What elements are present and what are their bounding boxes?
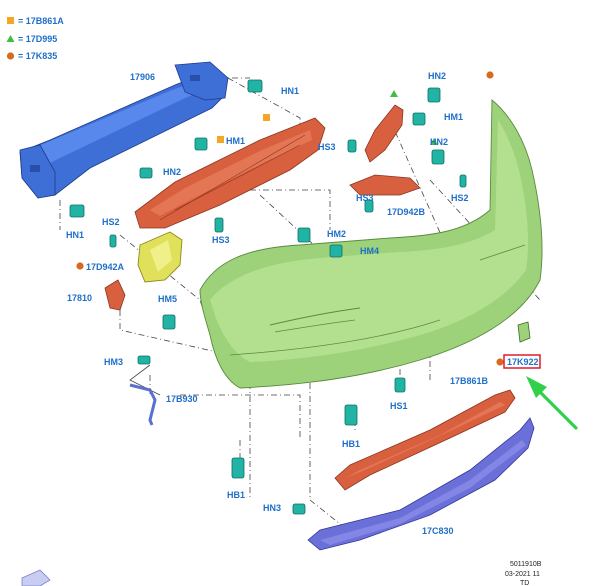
label-17c830[interactable]: 17C830 [422, 526, 454, 536]
marker-circle-icon-3 [496, 358, 504, 366]
footer-mark: TD [520, 580, 529, 586]
label-17b930[interactable]: 17B930 [166, 394, 198, 404]
clip-hm2-icon [297, 227, 311, 243]
clip-hm1-right-icon [412, 112, 426, 126]
label-hm5[interactable]: HM5 [158, 294, 177, 304]
label-hs2-right[interactable]: HS2 [451, 193, 469, 203]
label-hs3-right[interactable]: HS3 [318, 142, 336, 152]
lower-valance-17c830[interactable] [307, 417, 535, 551]
clip-hn2-center-icon [139, 167, 153, 179]
screw-hs3-right-icon [347, 139, 357, 153]
sensor-17k922[interactable] [517, 321, 531, 343]
marker-triangle-icon [390, 90, 398, 97]
screw-hs3-center-icon [214, 217, 224, 233]
corner-arrow-icon [21, 569, 51, 586]
label-hn1-left[interactable]: HN1 [66, 230, 84, 240]
marker-circle-icon-2 [76, 262, 84, 270]
pointer-arrow-icon [526, 376, 578, 430]
footer: 5011910B 03-2021 11 TD [505, 561, 542, 586]
label-hm1-center[interactable]: HM1 [226, 136, 245, 146]
legend-triangle-icon [6, 35, 15, 42]
fasteners [69, 79, 467, 515]
clip-hn2-right-icon [427, 87, 441, 103]
label-hn1-top[interactable]: HN1 [281, 86, 299, 96]
label-hs2-left[interactable]: HS2 [102, 217, 120, 227]
legend: = 17B861A = 17D995 = 17K835 [6, 16, 64, 61]
bolt-hb1-low-icon [231, 457, 245, 479]
screw-hs2-left-icon [109, 234, 117, 248]
label-hb1-low[interactable]: HB1 [227, 490, 245, 500]
label-hn3[interactable]: HN3 [263, 503, 281, 513]
label-17k922[interactable]: 17K922 [507, 357, 539, 367]
clip-hm5-icon [162, 314, 176, 330]
footer-code: 5011910B [510, 561, 542, 568]
label-17d942a[interactable]: 17D942A [86, 262, 125, 272]
legend-item-17k835: = 17K835 [18, 51, 57, 61]
clip-hn3-icon [292, 503, 306, 515]
label-hm3[interactable]: HM3 [104, 357, 123, 367]
screw-hs1-icon [394, 377, 406, 393]
energy-absorber-upper[interactable] [134, 117, 326, 229]
label-hb1-mid[interactable]: HB1 [342, 439, 360, 449]
side-bracket-right-upper[interactable] [364, 104, 404, 163]
legend-item-17b861a: = 17B861A [18, 16, 64, 26]
clip-hn1-top-icon [247, 79, 263, 93]
marker-square-icon-2 [263, 114, 270, 121]
bracket-17b930[interactable] [129, 383, 157, 426]
label-hn2-center[interactable]: HN2 [163, 167, 181, 177]
label-17810[interactable]: 17810 [67, 293, 92, 303]
screw-hs2-right-icon [459, 174, 467, 188]
clip-hm4-icon [329, 244, 343, 258]
label-hs1[interactable]: HS1 [390, 401, 408, 411]
marker-square-icon [217, 136, 224, 143]
lower-absorber-17b861b[interactable] [334, 389, 516, 491]
label-hn2-right[interactable]: HN2 [428, 71, 446, 81]
legend-item-17d995: = 17D995 [18, 34, 57, 44]
marker-circle-icon [486, 71, 494, 79]
label-hs3-center[interactable]: HS3 [212, 235, 230, 245]
label-hn2-far[interactable]: HN2 [430, 137, 448, 147]
clip-hn2-far-icon [431, 149, 445, 165]
side-bracket-17d942b[interactable] [349, 174, 421, 196]
legend-square-icon [7, 17, 14, 24]
label-hm4[interactable]: HM4 [360, 246, 379, 256]
label-hm1-right[interactable]: HM1 [444, 112, 463, 122]
footer-date: 03-2021 11 [505, 571, 540, 578]
label-hs3-mid[interactable]: HS3 [356, 193, 374, 203]
reinforcement-beam-17906[interactable] [19, 61, 229, 199]
part-labels: 17906 HN1 HN1 HM1 HN2 HS3 HS2 17D942A 17… [66, 71, 541, 536]
side-bracket-17d942a[interactable] [137, 231, 183, 283]
marker-triangle-icon-2 [430, 138, 438, 145]
screw-hs3-mid-icon [364, 199, 374, 213]
clip-hm1-center-icon [194, 137, 208, 151]
bolt-hb1-mid-icon [344, 404, 358, 426]
clip-hn1-left-icon [69, 204, 85, 218]
clip-hm3-icon [137, 355, 151, 365]
bumper-cover[interactable] [199, 99, 543, 389]
label-17b861b[interactable]: 17B861B [450, 376, 489, 386]
label-17906[interactable]: 17906 [130, 72, 155, 82]
legend-circle-icon [6, 52, 15, 60]
bracket-17810[interactable] [104, 279, 126, 311]
highlight-box-17k922 [503, 354, 541, 369]
label-hm2[interactable]: HM2 [327, 229, 346, 239]
label-17d942b[interactable]: 17D942B [387, 207, 426, 217]
